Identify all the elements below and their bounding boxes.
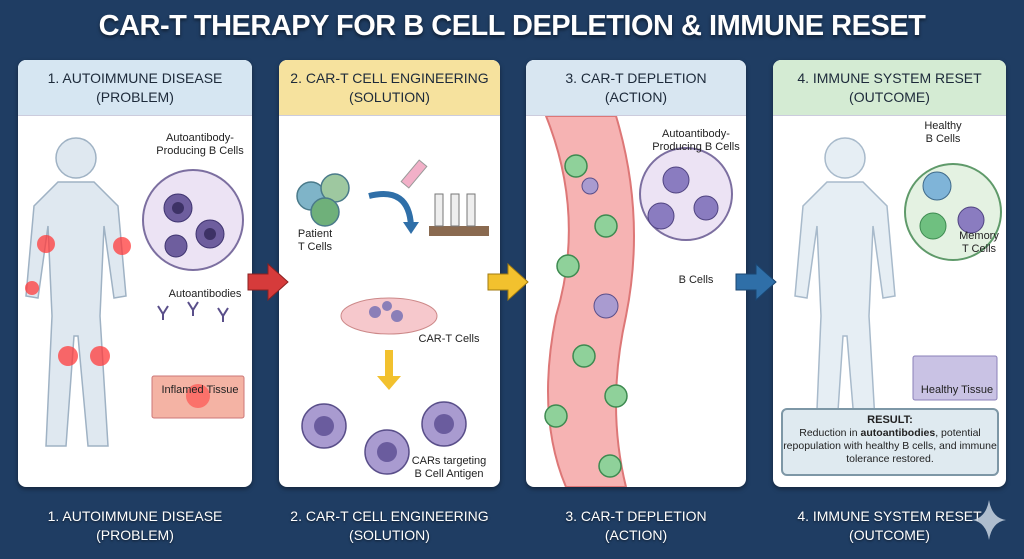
arrow-right-icon bbox=[247, 262, 289, 302]
bottom-label-1: 1. AUTOIMMUNE DISEASE (PROBLEM) bbox=[18, 507, 252, 545]
cell-engineering-illustration bbox=[296, 159, 489, 475]
result-text-pre: Reduction in bbox=[799, 427, 861, 439]
label-cars-targeting: CARs targeting B Cell Antigen bbox=[411, 455, 487, 480]
header-line: 1. AUTOIMMUNE DISEASE bbox=[47, 69, 223, 86]
header-line: (OUTCOME) bbox=[849, 88, 930, 105]
label-b-cells: Autoantibody- Producing B Cells bbox=[156, 132, 244, 157]
header-line: 2. CAR-T CELL ENGINEERING bbox=[290, 69, 489, 86]
panel-action: 3. CAR-T DEPLETION (ACTION) Autoantibody-… bbox=[526, 60, 746, 487]
label-b-cells: B Cells bbox=[678, 274, 714, 286]
bottom-line: (ACTION) bbox=[604, 527, 668, 543]
blood-vessel-illustration bbox=[544, 116, 733, 487]
header-line: (SOLUTION) bbox=[349, 88, 430, 105]
bottom-line: 1. AUTOIMMUNE DISEASE bbox=[47, 508, 223, 524]
panel-header: 3. CAR-T DEPLETION (ACTION) bbox=[526, 60, 746, 116]
healthy-human-illustration bbox=[794, 137, 1002, 457]
label-healthy-tissue: Healthy Tissue bbox=[920, 384, 994, 396]
label-b-cells-top: Autoantibody- Producing B Cells bbox=[652, 128, 740, 153]
sparkle-icon bbox=[972, 500, 1006, 540]
bottom-line: 2. CAR-T CELL ENGINEERING bbox=[290, 508, 489, 524]
bottom-label-4: 4. IMMUNE SYSTEM RESET (OUTCOME) bbox=[773, 507, 1006, 545]
bottom-line: (PROBLEM) bbox=[96, 527, 174, 543]
label-autoantibodies: Autoantibodies bbox=[168, 288, 242, 300]
bottom-line: 4. IMMUNE SYSTEM RESET bbox=[797, 508, 982, 524]
page-title: CAR-T THERAPY FOR B CELL DEPLETION & IMM… bbox=[98, 10, 926, 42]
header-line: (PROBLEM) bbox=[96, 88, 174, 105]
panel-header: 1. AUTOIMMUNE DISEASE (PROBLEM) bbox=[18, 60, 252, 116]
human-inflammation-illustration bbox=[25, 137, 245, 447]
bottom-label-3: 3. CAR-T DEPLETION (ACTION) bbox=[526, 507, 746, 545]
header-line: 4. IMMUNE SYSTEM RESET bbox=[797, 69, 982, 86]
bottom-line: (OUTCOME) bbox=[849, 527, 930, 543]
arrow-right-icon bbox=[735, 262, 777, 302]
result-heading: RESULT: bbox=[867, 414, 913, 426]
label-memory-t-cells: Memory T Cells bbox=[959, 230, 999, 255]
panel-problem: 1. AUTOIMMUNE DISEASE (PROBLEM) Autoantib… bbox=[18, 60, 252, 487]
panel-header: 2. CAR-T CELL ENGINEERING (SOLUTION) bbox=[279, 60, 500, 116]
panel-solution: 2. CAR-T CELL ENGINEERING (SOLUTION) Pati… bbox=[279, 60, 500, 487]
bottom-label-2: 2. CAR-T CELL ENGINEERING (SOLUTION) bbox=[279, 507, 500, 545]
result-text-post: , potential repopulation with healthy B … bbox=[783, 427, 997, 465]
bottom-line: (SOLUTION) bbox=[349, 527, 430, 543]
panel-header: 4. IMMUNE SYSTEM RESET (OUTCOME) bbox=[773, 60, 1006, 116]
bottom-line: 3. CAR-T DEPLETION bbox=[565, 508, 707, 524]
header-line: 3. CAR-T DEPLETION bbox=[565, 69, 707, 86]
panel-outcome: 4. IMMUNE SYSTEM RESET (OUTCOME) Healthy … bbox=[773, 60, 1006, 487]
result-text-bold: autoantibodies bbox=[860, 427, 936, 439]
label-cart-cells: CAR-T Cells bbox=[418, 333, 480, 345]
label-inflamed-tissue: Inflamed Tissue bbox=[161, 384, 239, 396]
arrow-right-icon bbox=[487, 262, 529, 302]
label-patient-t-cells: Patient T Cells bbox=[297, 228, 333, 253]
header-line: (ACTION) bbox=[604, 88, 668, 105]
label-healthy-b-cells: Healthy B Cells bbox=[924, 120, 962, 145]
result-box: RESULT: Reduction in autoantibodies, pot… bbox=[781, 408, 999, 476]
